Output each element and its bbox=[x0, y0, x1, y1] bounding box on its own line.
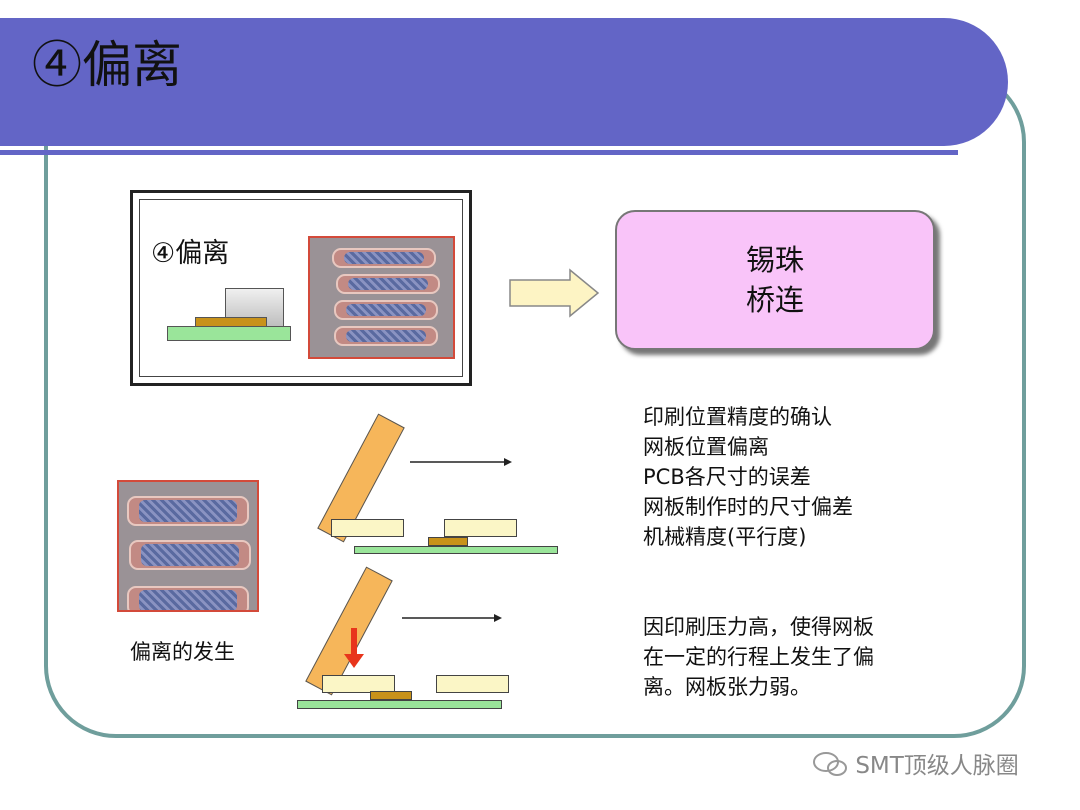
pcb-board-2 bbox=[297, 700, 502, 709]
slide-title: ④偏离 bbox=[32, 36, 182, 94]
title-banner bbox=[0, 18, 1008, 146]
pad-3 bbox=[334, 300, 438, 320]
offset-photo-large bbox=[117, 480, 259, 612]
result-solder-ball: 锡珠 bbox=[745, 243, 804, 277]
solder-paste-1 bbox=[428, 537, 468, 546]
pad-1 bbox=[127, 496, 249, 526]
cause-item: 机械精度(平行度) bbox=[643, 525, 807, 549]
stencil-right-2 bbox=[436, 675, 509, 693]
wechat-icon bbox=[813, 752, 847, 776]
offset-illustration-panel: ④偏离 bbox=[130, 190, 472, 386]
explanation-text: 因印刷压力高，使得网板 在一定的行程上发生了偏 离。网板张力弱。 bbox=[643, 612, 874, 702]
pad-3 bbox=[127, 586, 249, 610]
explanation-line: 因印刷压力高，使得网板 bbox=[643, 615, 874, 639]
pad-4 bbox=[334, 326, 438, 346]
motion-arrow-icon bbox=[410, 458, 512, 466]
cause-item: PCB各尺寸的误差 bbox=[643, 465, 811, 489]
cause-item: 网板制作时的尺寸偏差 bbox=[643, 495, 853, 519]
result-box: 锡珠 桥连 bbox=[615, 210, 935, 350]
cause-item: 印刷位置精度的确认 bbox=[643, 405, 832, 429]
pad-1 bbox=[332, 248, 436, 268]
explanation-line: 在一定的行程上发生了偏 bbox=[643, 645, 874, 669]
result-bridging: 桥连 bbox=[745, 283, 804, 317]
motion-arrow-icon bbox=[402, 614, 502, 622]
arrow-right-icon bbox=[509, 268, 600, 318]
pressure-arrow-icon bbox=[344, 628, 364, 668]
explanation-line: 离。网板张力弱。 bbox=[643, 675, 811, 699]
offset-photo-small bbox=[308, 236, 455, 359]
watermark: SMT顶级人脉圈 bbox=[812, 746, 1019, 780]
pcb-board-1 bbox=[354, 546, 558, 554]
stencil-left-2 bbox=[322, 675, 395, 693]
inset-inner-border bbox=[139, 199, 463, 377]
causes-list: 印刷位置精度的确认 网板位置偏离 PCB各尺寸的误差 网板制作时的尺寸偏差 机械… bbox=[643, 402, 853, 552]
pad-2 bbox=[336, 274, 440, 294]
stencil-left-1 bbox=[331, 519, 404, 537]
pad-2 bbox=[129, 540, 251, 570]
solder-paste-2 bbox=[370, 691, 412, 700]
photo-caption: 偏离的发生 bbox=[130, 640, 235, 664]
inset-title: ④偏离 bbox=[151, 238, 230, 269]
watermark-text: SMT顶级人脉圈 bbox=[855, 753, 1019, 779]
title-underline bbox=[0, 150, 958, 155]
stencil-right-1 bbox=[444, 519, 517, 537]
pcb-board bbox=[167, 326, 291, 341]
cause-item: 网板位置偏离 bbox=[643, 435, 769, 459]
